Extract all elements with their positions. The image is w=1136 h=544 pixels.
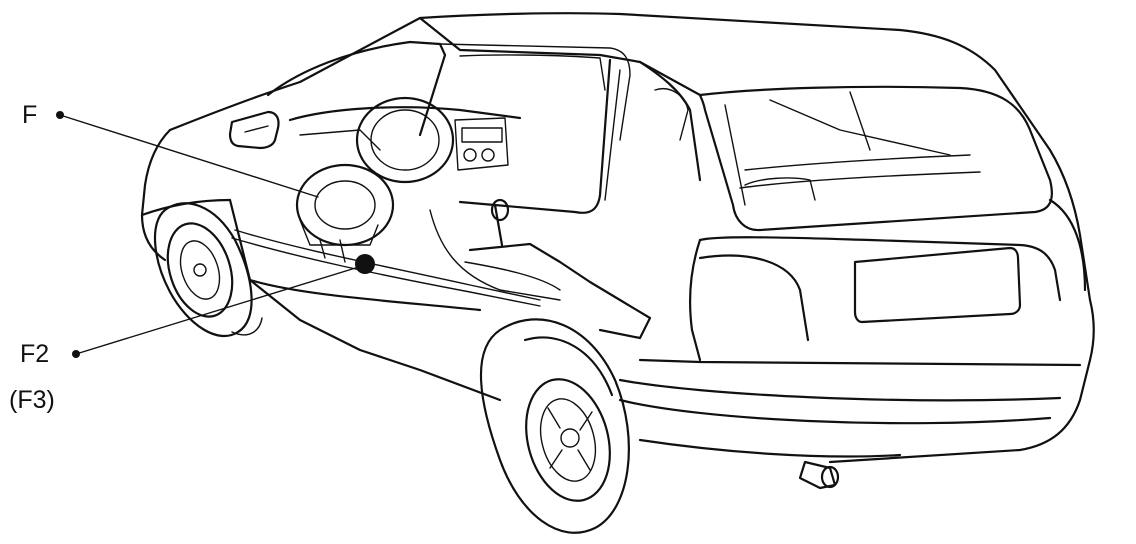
callout-f3-label: (F3) — [9, 386, 55, 414]
rear-wheel — [479, 318, 630, 534]
car-interior — [228, 96, 816, 340]
car-windows — [266, 16, 702, 214]
front-wheel — [153, 202, 263, 338]
leader-line-f2 — [75, 265, 363, 355]
callout-f2-label: F2 — [20, 340, 50, 368]
callout-f-label: F — [22, 101, 38, 129]
fuse-location-marker — [355, 254, 375, 274]
leader-line-f — [59, 114, 319, 198]
car-body-outline — [140, 12, 1095, 490]
leader-dot-f2 — [72, 350, 80, 358]
leader-dot-f — [56, 111, 64, 119]
callout-leaders — [56, 111, 375, 358]
